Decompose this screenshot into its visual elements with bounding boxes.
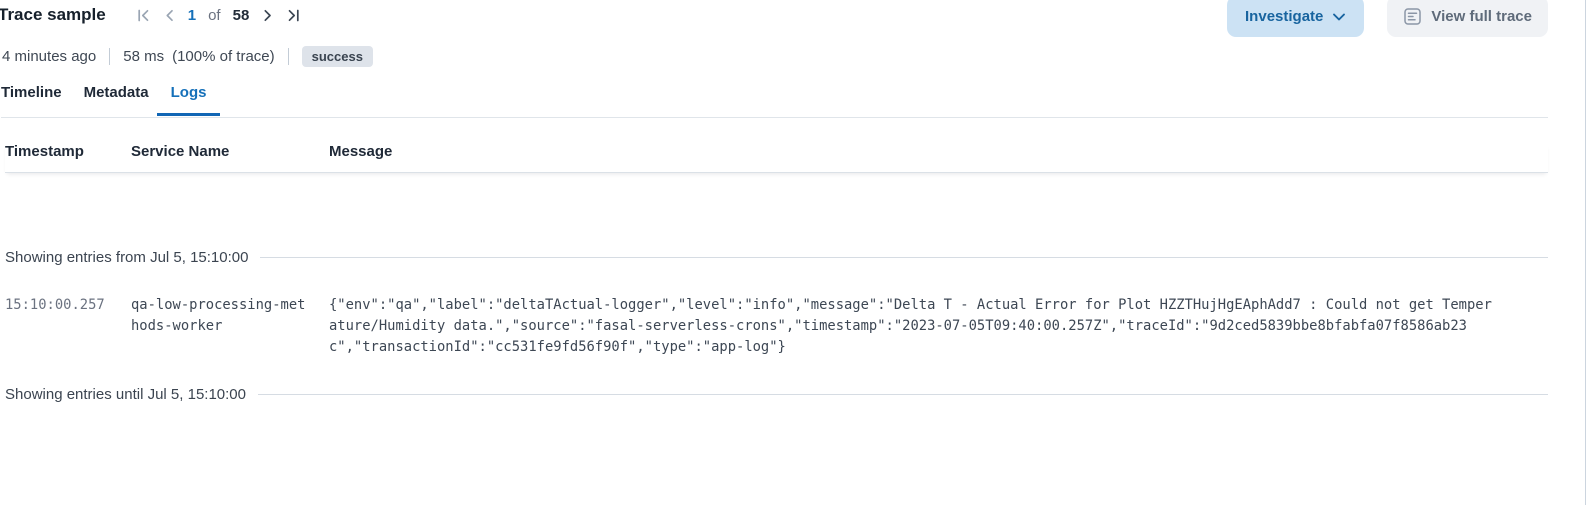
showing-until-label: Showing entries until Jul 5, 15:10:00 [5, 386, 246, 403]
detail-tabs: Timeline Metadata Logs [1, 83, 1548, 118]
chevron-right-icon [261, 8, 274, 23]
meta-separator [109, 48, 111, 65]
trace-document-icon [1403, 7, 1422, 26]
trace-percent: (100% of trace) [172, 48, 275, 65]
last-page-button[interactable] [286, 8, 301, 23]
divider-line [260, 257, 1548, 258]
log-service-name: qa-low-processing-methods-worker [131, 297, 306, 334]
column-header-service-name: Service Name [131, 143, 230, 160]
log-entry-row[interactable]: 15:10:00.257 qa-low-processing-methods-w… [5, 295, 1548, 358]
trace-meta-row: 4 minutes ago 58 ms (100% of trace) succ… [2, 45, 1548, 68]
trace-duration: 58 ms [123, 48, 165, 65]
trace-pagination: 1 of 58 [136, 7, 302, 24]
showing-entries-from: Showing entries from Jul 5, 15:10:00 [5, 249, 1548, 266]
showing-entries-until: Showing entries until Jul 5, 15:10:00 [5, 386, 1548, 403]
chevron-down-icon [1332, 12, 1346, 22]
skip-to-first-icon [136, 8, 151, 23]
panel-right-border [1585, 0, 1586, 505]
trace-age: 4 minutes ago [2, 48, 97, 65]
log-message: {"env":"qa","label":"deltaTActual-logger… [329, 297, 1492, 355]
tab-metadata[interactable]: Metadata [84, 83, 149, 117]
next-page-button[interactable] [261, 8, 274, 23]
total-pages: 58 [232, 6, 250, 24]
log-timestamp: 15:10:00.257 [5, 297, 105, 313]
investigate-button[interactable]: Investigate [1227, 0, 1365, 37]
tab-logs[interactable]: Logs [156, 83, 221, 117]
pagination-of-label: of [208, 6, 221, 24]
page-title: Trace sample [0, 5, 106, 24]
skip-to-last-icon [286, 8, 301, 23]
status-badge: success [301, 46, 373, 67]
current-page-number: 1 [187, 6, 197, 24]
investigate-button-label: Investigate [1245, 8, 1324, 25]
tab-timeline[interactable]: Timeline [1, 83, 62, 117]
view-full-trace-button[interactable]: View full trace [1387, 0, 1548, 37]
logs-table-header: Timestamp Service Name Message [5, 143, 1548, 173]
meta-separator [287, 48, 289, 65]
column-header-timestamp: Timestamp [5, 143, 84, 160]
panel-header: Trace sample 1 of 58 [0, 0, 1548, 37]
view-full-trace-label: View full trace [1431, 8, 1532, 25]
column-header-message: Message [329, 143, 393, 160]
showing-from-label: Showing entries from Jul 5, 15:10:00 [5, 249, 249, 266]
previous-page-button[interactable] [163, 8, 176, 23]
divider-line [258, 394, 1548, 395]
first-page-button[interactable] [136, 8, 151, 23]
chevron-left-icon [163, 8, 176, 23]
